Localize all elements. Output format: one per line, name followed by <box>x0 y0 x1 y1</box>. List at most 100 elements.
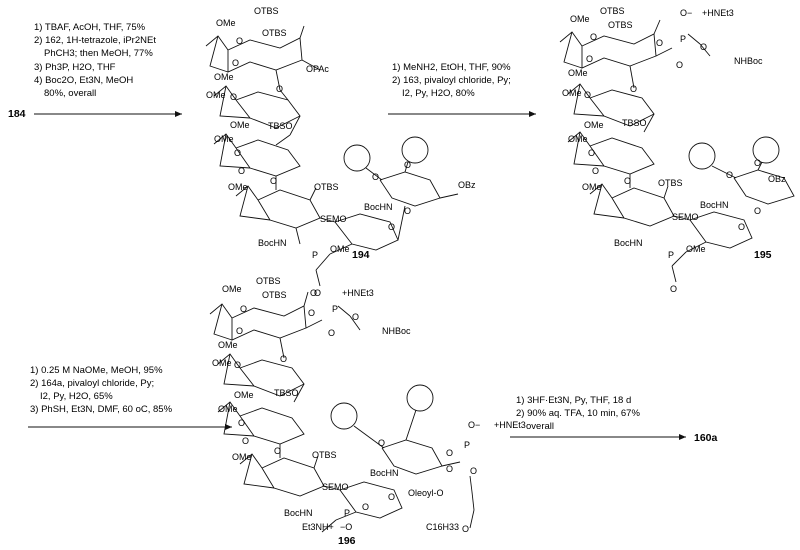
c194-label-2: OTBS <box>262 28 287 38</box>
c195-label-5: O <box>586 54 593 64</box>
c196-label-30: P <box>464 440 470 450</box>
c194-label-18: OTBS <box>314 182 339 192</box>
step2-condition-3: I2, Py, H2O, 80% <box>402 88 475 99</box>
c196-label-4: O <box>240 304 247 314</box>
c194-label-14: O <box>234 148 241 158</box>
c195-label-22: OMe <box>582 182 602 192</box>
c194-label-28: OMe <box>330 244 350 254</box>
compound-196-label: 196 <box>338 535 356 547</box>
structure-196-labels: OMe OTBS OTBS O O OMe O +HNEt3 O P O O N… <box>212 276 526 534</box>
c196-label-12: O <box>328 328 335 338</box>
c195-label-35: O <box>670 284 677 294</box>
step2-condition-1: 1) MeNH2, EtOH, THF, 90% <box>392 62 511 73</box>
c194-label-20: BocHN <box>364 202 393 212</box>
structure-194 <box>205 25 459 287</box>
step2-condition-2: 2) 163, pivaloyl chloride, Py; <box>392 75 511 86</box>
c196-label-3: OTBS <box>262 290 287 300</box>
c196-label-21: O <box>242 436 249 446</box>
c196-label-18: TBSO <box>274 388 299 398</box>
c194-label-23: O <box>404 160 411 170</box>
c195-label-23: O <box>624 176 631 186</box>
c194-label-17: O <box>270 176 277 186</box>
c196-label-20: O <box>238 418 245 428</box>
structure-196 <box>209 291 475 533</box>
c194-label-10: O <box>276 84 283 94</box>
c196-label-40: P <box>344 508 350 518</box>
c195-label-30: O <box>754 206 761 216</box>
step3-condition-1: 1) 0.25 M NaOMe, MeOH, 95% <box>30 365 163 376</box>
c194-label-7: OPAc <box>306 64 329 74</box>
c196-label-9: O <box>308 308 315 318</box>
c196-label-26: BocHN <box>370 468 399 478</box>
step3-condition-4: 3) PhSH, Et3N, DMF, 60 oC, 85% <box>30 404 173 415</box>
c196-label-31: O <box>446 464 453 474</box>
c195-label-13: NHBoc <box>734 56 763 66</box>
c196-label-22: OMe <box>232 452 252 462</box>
step4-conditions: 1) 3HF·Et3N, Py, THF, 18 d 2) 90% aq. TF… <box>516 395 640 432</box>
c196-label-35: C16H33 <box>426 522 459 532</box>
c195-label-10: P <box>680 34 686 44</box>
c196-label-7: O <box>310 288 317 298</box>
c194-label-8: OMe <box>206 90 226 100</box>
c195-label-15: O <box>584 90 591 100</box>
c196-label-23: O <box>274 446 281 456</box>
c196-label-16: O <box>280 354 287 364</box>
c194-label-25: O <box>388 222 395 232</box>
c194-label-5: O <box>232 58 239 68</box>
c195-label-11: O <box>700 42 707 52</box>
c196-label-41: O <box>362 502 369 512</box>
step1-condition-3: PhCH3; then MeOH, 77% <box>44 48 153 59</box>
step1-condition-5: 4) Boc2O, Et3N, MeOH <box>34 75 133 86</box>
c196-label-17: OMe <box>234 390 254 400</box>
c196-label-33: O <box>378 438 385 448</box>
c195-label-33: P <box>668 250 674 260</box>
c194-label-12: TBSO <box>268 121 293 131</box>
c195-label-21: O <box>592 166 599 176</box>
c196-label-27: O <box>446 448 453 458</box>
c194-label-27: P <box>312 250 318 260</box>
c195-label-18: TBSO <box>622 118 647 128</box>
start-compound-label: 184 <box>8 108 26 120</box>
step1-condition-4: 3) Ph3P, H2O, THF <box>34 62 116 73</box>
c196-label-8: +HNEt3 <box>342 288 374 298</box>
structure-195-labels: OMe OTBS OTBS O O OMe O− +HNEt3 O P O O … <box>562 6 786 294</box>
c196-label-37: BocHN <box>284 508 313 518</box>
c196-label-1: OMe <box>222 284 242 294</box>
c196-label-38: Et3NH+ <box>302 522 334 532</box>
c196-label-36: O <box>462 524 469 534</box>
c194-label-13: OMe <box>214 134 234 144</box>
c194-label-4: O <box>236 36 243 46</box>
c195-label-20: O <box>588 148 595 158</box>
c194-label-19: SEMO <box>320 214 347 224</box>
c194-label-6: OMe <box>214 72 234 82</box>
c196-label-19: OMe <box>218 404 238 414</box>
c196-label-2: OTBS <box>256 276 281 286</box>
c194-label-16: OMe <box>228 182 248 192</box>
c195-label-27: OBz <box>768 174 786 184</box>
step4-condition-1: 1) 3HF·Et3N, Py, THF, 18 d <box>516 395 631 406</box>
c196-label-25: SEMO <box>322 482 349 492</box>
c195-label-4: O <box>590 32 597 42</box>
structure-194-labels: OTBS OTBS OMe O O OMe OPAc OMe O O OMe T… <box>206 6 476 298</box>
c196-label-28: O− <box>468 420 480 430</box>
c194-label-21: OBz <box>458 180 476 190</box>
c195-label-12: O <box>676 60 683 70</box>
step3-condition-3: I2, Py, H2O, 65% <box>40 391 113 402</box>
c195-label-1: OMe <box>570 14 590 24</box>
c196-label-14: OMe <box>212 358 232 368</box>
c196-label-32: O <box>470 466 477 476</box>
c194-label-3: OMe <box>216 18 236 28</box>
c196-label-39: −O <box>340 522 352 532</box>
c195-label-3: OTBS <box>608 20 633 30</box>
c194-label-15: O <box>238 166 245 176</box>
c196-label-42: O <box>388 492 395 502</box>
c195-label-19: OMe <box>568 134 588 144</box>
c195-label-16: O <box>630 84 637 94</box>
c195-label-32: BocHN <box>614 238 643 248</box>
c195-label-25: SEMO <box>672 212 699 222</box>
c196-label-29: +HNEt3 <box>494 420 526 430</box>
c194-label-1: OTBS <box>254 6 279 16</box>
c196-label-11: O <box>352 312 359 322</box>
c196-label-5: O <box>236 326 243 336</box>
